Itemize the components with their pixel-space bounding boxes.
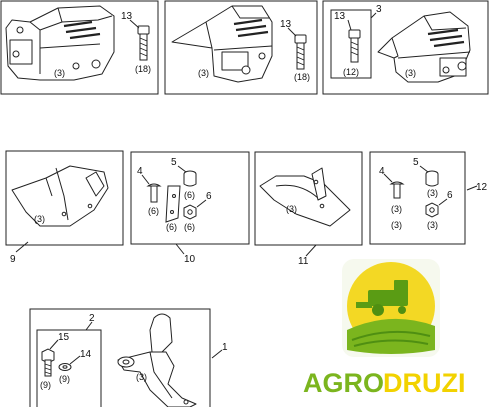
nut-6-drawing xyxy=(183,204,197,220)
nut-6-drawing xyxy=(425,202,439,218)
panel-frame xyxy=(369,151,466,245)
leader-line xyxy=(347,19,352,31)
panel-frame xyxy=(164,0,318,95)
sub-frame xyxy=(330,9,372,79)
panel-frame xyxy=(254,151,363,246)
leader-line xyxy=(305,244,317,257)
callout-1: 1 xyxy=(222,342,228,353)
panel-hardware-10: 4 (6) (6) 5 (6) 6 (6) 10 xyxy=(130,151,250,265)
leader-line xyxy=(175,243,185,255)
callout-15: 15 xyxy=(58,332,70,343)
leader-line xyxy=(177,165,187,173)
qty-label: (3) xyxy=(391,204,402,214)
callout-11: 11 xyxy=(298,256,309,267)
logo-text-agro: AGRO xyxy=(303,368,384,398)
panel-hardware-12: 4 (3) 5 (3) 6 (3) (3) 12 xyxy=(369,151,488,245)
qty-label: (18) xyxy=(294,72,310,82)
callout-5: 5 xyxy=(413,157,419,168)
qty-label: (6) xyxy=(166,222,177,232)
callout-9: 9 xyxy=(10,254,16,265)
leader-line xyxy=(211,349,223,359)
callout-13: 13 xyxy=(280,19,292,30)
leader-line xyxy=(85,321,93,331)
panel-arm-1: 15 (9) 14 (9) 2 (3) 1 xyxy=(29,308,228,407)
qty-label: (3) xyxy=(198,68,209,78)
leader-line xyxy=(49,339,59,350)
qty-label: (3) xyxy=(391,220,402,230)
bracket-drawing xyxy=(171,5,273,83)
leader-line xyxy=(419,165,429,173)
bracket-drawing xyxy=(5,5,115,81)
leader-line xyxy=(141,174,150,185)
qty-label: (3) xyxy=(34,214,45,224)
panel-bracket-a: 13 (3) (18) xyxy=(0,0,159,95)
leader-line xyxy=(466,185,478,191)
qty-label: (12) xyxy=(343,67,359,77)
leader-line xyxy=(287,27,297,37)
bolt-4-drawing xyxy=(389,181,405,199)
callout-13: 13 xyxy=(334,11,346,22)
callout-5: 5 xyxy=(171,157,177,168)
leader-line xyxy=(196,199,207,208)
qty-label: (9) xyxy=(59,374,70,384)
qty-label: (9) xyxy=(40,380,51,390)
logo-field-rows xyxy=(351,330,431,347)
leader-line xyxy=(69,355,81,365)
qty-label: (3) xyxy=(286,204,297,214)
bolt-13-drawing xyxy=(294,34,307,70)
agrodruzi-logo: AGRO DRUZI xyxy=(303,259,466,398)
panel-frame xyxy=(0,0,159,95)
qty-label: (6) xyxy=(184,190,195,200)
bolt-15-drawing xyxy=(41,348,55,377)
bracket-drawing xyxy=(377,11,471,83)
callout-12: 12 xyxy=(476,182,488,193)
panel-plate-9: (3) 9 xyxy=(5,150,124,265)
qty-label: (6) xyxy=(184,222,195,232)
washer-14-drawing xyxy=(58,363,72,371)
qty-label: (3) xyxy=(427,188,438,198)
leader-line xyxy=(383,173,393,183)
leader-line xyxy=(370,12,377,19)
logo-field xyxy=(347,318,435,354)
panel-frame xyxy=(5,150,124,246)
qty-label: (3) xyxy=(136,372,147,382)
plate-drawing xyxy=(259,167,351,227)
callout-4: 4 xyxy=(137,166,143,177)
combine-harvester-icon xyxy=(356,280,408,316)
spacer-5-drawing xyxy=(183,170,197,187)
panel-plate-11: (3) 11 xyxy=(254,151,363,267)
callout-6: 6 xyxy=(447,190,453,201)
callout-13: 13 xyxy=(121,11,133,22)
qty-label: (18) xyxy=(135,64,151,74)
clip-drawing xyxy=(165,185,181,223)
leader-line xyxy=(438,198,448,206)
panel-frame xyxy=(29,308,211,407)
spacer-5-drawing xyxy=(425,170,439,187)
bolt-13-drawing xyxy=(137,25,150,61)
callout-2: 2 xyxy=(89,313,95,324)
leader-line xyxy=(15,241,29,253)
callout-14: 14 xyxy=(80,349,92,360)
panel-bracket-b: 13 (3) (18) xyxy=(164,0,318,95)
panel-frame xyxy=(322,0,489,95)
callout-6: 6 xyxy=(206,191,212,202)
callout-3: 3 xyxy=(376,4,382,15)
bolt-4-drawing xyxy=(146,183,162,203)
qty-label: (6) xyxy=(148,206,159,216)
plate-drawing xyxy=(11,165,109,227)
sub-frame xyxy=(36,329,102,407)
panel-frame xyxy=(130,151,250,245)
logo-text-druzi: DRUZI xyxy=(383,368,466,398)
bolt-13-drawing xyxy=(348,29,361,63)
panel-bracket-c: 13 3 (12) (3) xyxy=(322,0,489,95)
callout-4: 4 xyxy=(379,166,385,177)
callout-10: 10 xyxy=(184,254,196,265)
qty-label: (3) xyxy=(405,68,416,78)
arm-drawing xyxy=(117,313,197,407)
leader-line xyxy=(129,19,140,29)
qty-label: (3) xyxy=(54,68,65,78)
qty-label: (3) xyxy=(427,220,438,230)
